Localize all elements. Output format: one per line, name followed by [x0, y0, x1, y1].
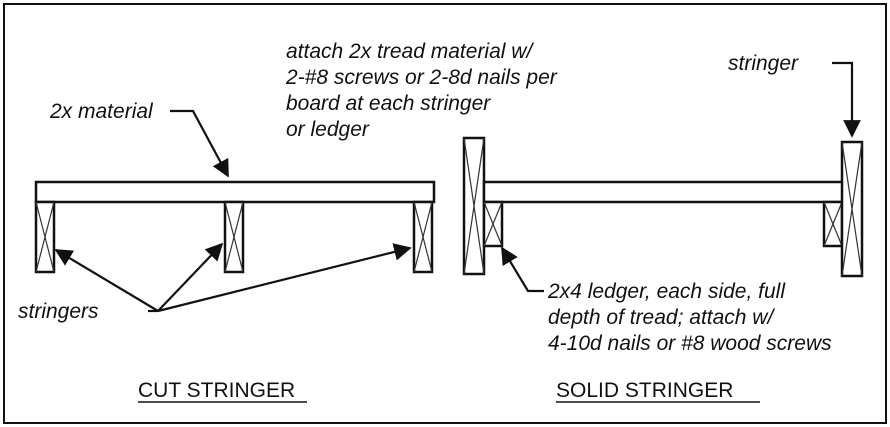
cut-stringer-assembly: 2x material stringers CUT STRINGER	[18, 100, 436, 403]
caption-solid-stringer: SOLID STRINGER	[556, 379, 733, 402]
ledger-left	[482, 200, 504, 248]
cut-stringer-left	[34, 200, 56, 274]
solid-stringer-left	[462, 136, 486, 276]
leader-2x-material	[170, 109, 229, 178]
label-stringers: stringers	[18, 300, 99, 323]
leader-stringer	[832, 61, 861, 138]
cut-stringer-middle	[223, 200, 245, 274]
cut-stringer-right	[412, 200, 434, 274]
attach-line-4: or ledger	[286, 118, 370, 141]
solid-tread-board	[482, 180, 846, 204]
leader-stringers-left	[54, 249, 159, 312]
leader-stringers-middle	[157, 242, 224, 312]
solid-stringer-assembly: attach 2x tread material w/ 2-#8 screws …	[285, 40, 864, 403]
ledger-line-3: 4-10d nails or #8 wood screws	[548, 332, 832, 355]
attach-line-2: 2-#8 screws or 2-8d nails per	[285, 66, 558, 89]
ledger-right	[822, 200, 844, 248]
ledger-line-2: depth of tread; attach w/	[548, 306, 775, 329]
label-2x-material: 2x material	[49, 100, 154, 123]
attach-line-1: attach 2x tread material w/	[286, 40, 534, 63]
leader-stringers-right	[157, 243, 412, 313]
ledger-line-1: 2x4 ledger, each side, full	[547, 280, 786, 303]
outer-frame	[3, 3, 887, 424]
label-stringer: stringer	[728, 52, 799, 75]
attach-line-3: board at each stringer	[286, 92, 491, 115]
caption-cut-stringer: CUT STRINGER	[138, 379, 295, 402]
label-attach-instructions: attach 2x tread material w/ 2-#8 screws …	[285, 40, 563, 141]
solid-stringer-right	[840, 140, 864, 278]
leader-ledger	[501, 246, 544, 293]
label-ledger-note: 2x4 ledger, each side, full depth of tre…	[547, 280, 832, 355]
cut-tread-board	[34, 180, 436, 204]
